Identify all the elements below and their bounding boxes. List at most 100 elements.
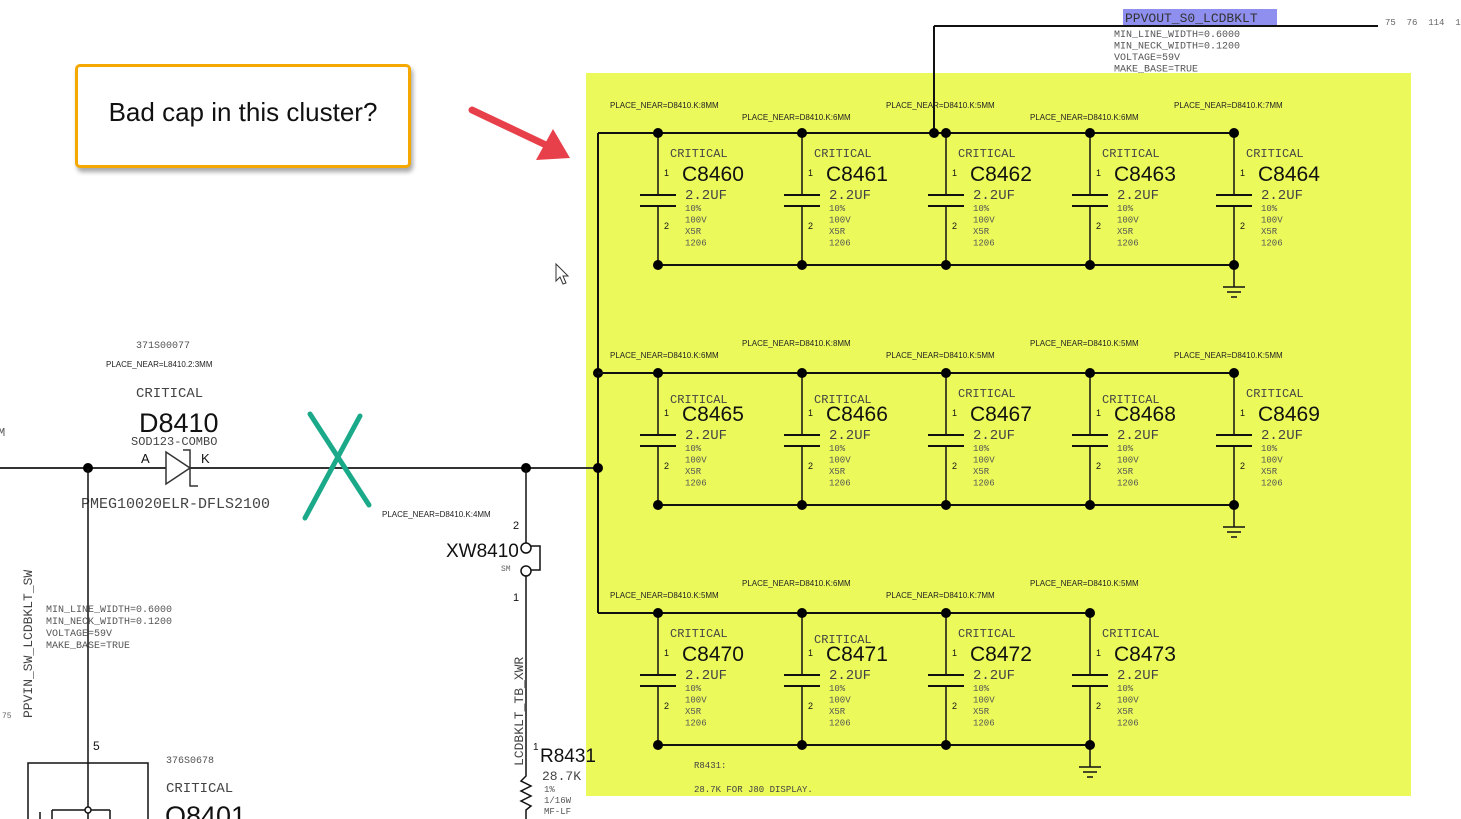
cap-spec: 100V xyxy=(1117,216,1139,226)
cap-critical: CRITICAL xyxy=(670,393,728,407)
input-net-page-ref[interactable]: 75 xyxy=(2,712,12,721)
cap-spec: 1206 xyxy=(1261,479,1283,489)
resistor-net-name[interactable]: LCDBKLT_TB_XWR xyxy=(512,657,527,766)
cap-refdes[interactable]: C8462 xyxy=(970,163,1032,186)
cap-spec: 100V xyxy=(685,216,707,226)
cap-critical: CRITICAL xyxy=(1102,393,1160,407)
ground-icon xyxy=(1223,526,1245,538)
cap-spec: 100V xyxy=(685,456,707,466)
resistor-symbol[interactable] xyxy=(519,770,533,819)
cap-refdes[interactable]: C8465 xyxy=(682,403,744,426)
resistor-refdes[interactable]: R8431 xyxy=(540,746,596,767)
cap-critical: CRITICAL xyxy=(670,147,728,161)
junction-dot xyxy=(797,500,807,510)
cap-spec: X5R xyxy=(973,707,990,717)
place-near-label: PLACE_NEAR=D8410.K:7MM xyxy=(1174,101,1283,110)
output-net-page-refs[interactable]: 75 76 114 1 xyxy=(1385,18,1461,28)
diode-critical: CRITICAL xyxy=(136,386,203,402)
junction-dot xyxy=(941,128,951,138)
cap-spec: X5R xyxy=(1261,227,1278,237)
cap-refdes[interactable]: C8473 xyxy=(1114,643,1176,666)
cap-spec: 100V xyxy=(1261,456,1283,466)
resistor-spec: 1/16W xyxy=(544,796,572,806)
cap-spec: 10% xyxy=(1117,204,1134,214)
cap-pin-1: 1 xyxy=(1096,408,1101,418)
resistor-spec: MF-LF xyxy=(544,807,571,817)
junction-dot xyxy=(941,260,951,270)
cap-spec: 100V xyxy=(973,696,995,706)
junction-dot xyxy=(653,368,663,378)
cap-critical: CRITICAL xyxy=(814,147,872,161)
output-net-attributes: MIN_LINE_WIDTH=0.6000MIN_NECK_WIDTH=0.12… xyxy=(1114,30,1240,76)
junction-dot xyxy=(1085,260,1095,270)
junction-dot xyxy=(1229,368,1239,378)
cap-critical: CRITICAL xyxy=(958,387,1016,401)
cap-spec: 1206 xyxy=(685,719,707,729)
cap-spec: X5R xyxy=(1117,707,1134,717)
place-near-label: PLACE_NEAR=D8410.K:6MM xyxy=(742,113,851,122)
cap-refdes[interactable]: C8463 xyxy=(1114,163,1176,186)
cap-spec: 10% xyxy=(829,444,846,454)
transistor-refdes[interactable]: Q8401 xyxy=(165,801,246,819)
input-net-name[interactable]: PPVIN_SW_LCDBKLT_SW xyxy=(21,570,36,718)
cap-refdes[interactable]: C8469 xyxy=(1258,403,1320,426)
cap-spec: 100V xyxy=(829,216,851,226)
cap-spec: 10% xyxy=(685,444,702,454)
cap-refdes[interactable]: C8464 xyxy=(1258,163,1320,186)
cap-value: 2.2UF xyxy=(1117,428,1159,444)
cap-spec: 10% xyxy=(829,204,846,214)
jumper-refdes[interactable]: XW8410 xyxy=(446,541,519,562)
transistor-pin: 5 xyxy=(93,739,100,753)
junction-dot xyxy=(929,128,939,138)
cap-refdes[interactable]: C8472 xyxy=(970,643,1032,666)
net-attribute: VOLTAGE=59V xyxy=(46,629,112,640)
cap-pin-1: 1 xyxy=(808,408,813,418)
cap-spec: X5R xyxy=(973,467,990,477)
cap-spec: X5R xyxy=(685,467,702,477)
cap-spec: 10% xyxy=(973,444,990,454)
ground-icon xyxy=(1079,766,1101,778)
cap-pin-2: 2 xyxy=(664,461,669,471)
junction-dot xyxy=(1085,740,1095,750)
transistor-symbol[interactable] xyxy=(27,762,149,819)
cap-pin-1: 1 xyxy=(1240,408,1245,418)
junction-dot xyxy=(797,260,807,270)
cap-pin-2: 2 xyxy=(1240,221,1245,231)
cap-refdes[interactable]: C8467 xyxy=(970,403,1032,426)
cap-spec: 10% xyxy=(1117,684,1134,694)
cap-refdes[interactable]: C8468 xyxy=(1114,403,1176,426)
cap-pin-1: 1 xyxy=(664,648,669,658)
cap-refdes[interactable]: C8466 xyxy=(826,403,888,426)
cap-spec: 1206 xyxy=(1117,239,1139,249)
diode-refdes[interactable]: D8410 xyxy=(139,408,219,438)
cross-mark-icon xyxy=(302,411,372,521)
cap-pin-1: 1 xyxy=(952,408,957,418)
cap-refdes[interactable]: C8461 xyxy=(826,163,888,186)
jumper-symbol[interactable] xyxy=(520,542,541,577)
cap-spec: 1206 xyxy=(829,479,851,489)
cap-refdes[interactable]: C8471 xyxy=(826,643,888,666)
cap-spec: 100V xyxy=(1261,216,1283,226)
cap-critical: CRITICAL xyxy=(1246,387,1304,401)
output-net-name[interactable]: PPVOUT_S0_LCDBKLT xyxy=(1125,11,1258,26)
junction-dot xyxy=(653,608,663,618)
cap-refdes[interactable]: C8470 xyxy=(682,643,744,666)
junction-dot xyxy=(797,608,807,618)
place-near-label: PLACE_NEAR=D8410.K:5MM xyxy=(1174,351,1283,360)
cap-refdes[interactable]: C8460 xyxy=(682,163,744,186)
diode-symbol[interactable] xyxy=(130,449,240,487)
